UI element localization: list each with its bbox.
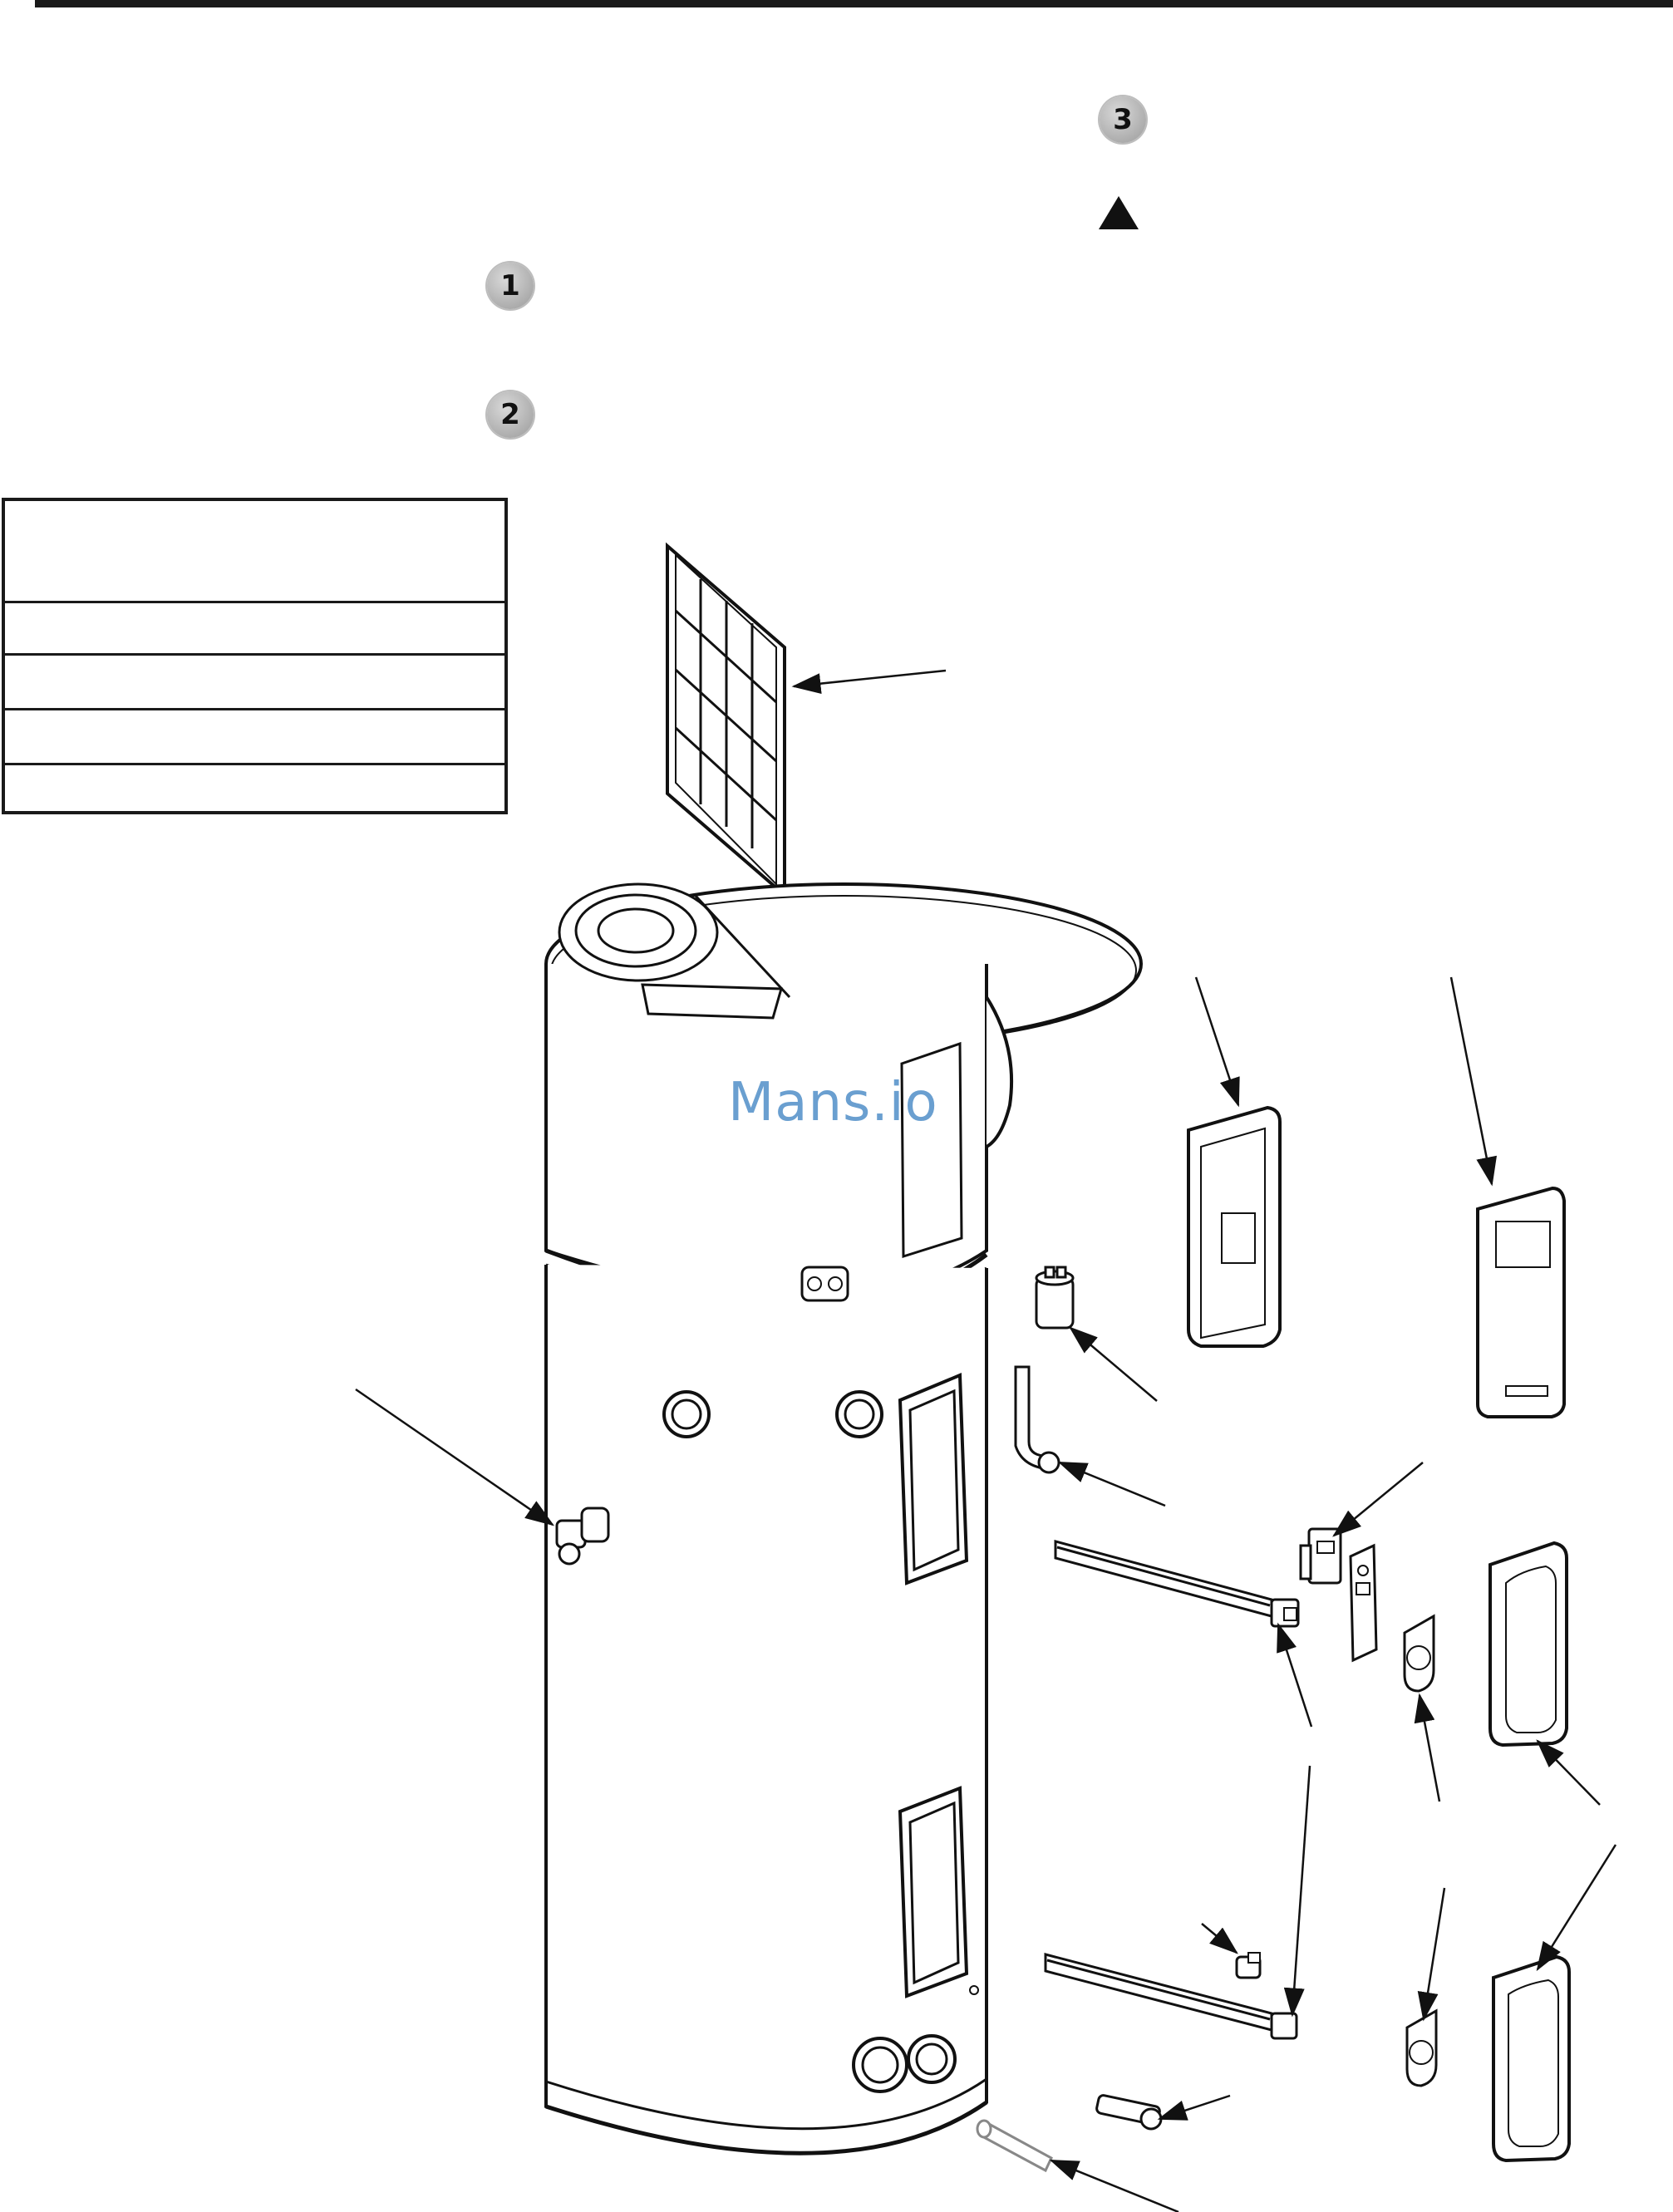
watermark: Mans.io	[728, 1072, 938, 1133]
thermostat	[1299, 1527, 1342, 1585]
element-plug	[1235, 1952, 1262, 1979]
control-panel-cover	[1187, 1105, 1282, 1348]
insulation-cover	[1349, 1543, 1378, 1663]
callout-arrow	[1194, 976, 1240, 1108]
callout-arrow	[1449, 976, 1497, 1187]
capacitor	[1035, 1266, 1075, 1330]
display-panel-cover	[1476, 1186, 1566, 1418]
table-row	[5, 601, 504, 603]
callout-arrow	[1414, 1693, 1441, 1802]
callout-arrow	[1157, 2094, 1231, 2121]
header-rule	[35, 0, 1673, 7]
step-badge-2: 2	[487, 391, 534, 438]
step-badge-3: 3	[1100, 96, 1146, 143]
callout-arrow	[1417, 1887, 1446, 2022]
water-heater-tank	[544, 882, 1143, 2155]
callout-arrow	[791, 669, 947, 695]
callout-arrow	[1069, 1326, 1158, 1402]
spec-table	[2, 498, 508, 814]
callout-arrow	[1536, 1739, 1601, 1806]
anode-rod	[976, 2119, 1053, 2173]
drain-valve	[1095, 2094, 1163, 2131]
element-gasket	[1403, 1614, 1435, 1693]
element-access-cover	[1488, 1541, 1568, 1747]
element-gasket	[1405, 2008, 1438, 2087]
callout-arrow	[1277, 1622, 1313, 1728]
step-badge-1: 1	[487, 263, 534, 309]
air-filter	[666, 542, 786, 899]
condensate-drain-elbow	[1014, 1365, 1060, 1474]
lower-heating-element	[1044, 1953, 1298, 2040]
upper-heating-element	[1054, 1540, 1300, 1628]
table-row	[5, 708, 504, 710]
fan-assembly	[558, 882, 791, 1020]
callout-arrow	[1283, 1765, 1311, 2018]
table-row	[5, 763, 504, 765]
temperature-pressure-relief-valve	[555, 1507, 610, 1566]
element-access-cover	[1492, 1954, 1571, 2163]
warning-triangle-icon	[1099, 196, 1139, 229]
callout-arrow	[1057, 1461, 1166, 1507]
callout-arrow	[355, 1388, 555, 1526]
callout-arrow	[1332, 1462, 1424, 1537]
table-row	[5, 653, 504, 656]
callout-arrow	[1201, 1923, 1238, 1954]
callout-arrow	[1536, 1844, 1617, 1972]
callout-arrow	[1049, 2159, 1179, 2212]
